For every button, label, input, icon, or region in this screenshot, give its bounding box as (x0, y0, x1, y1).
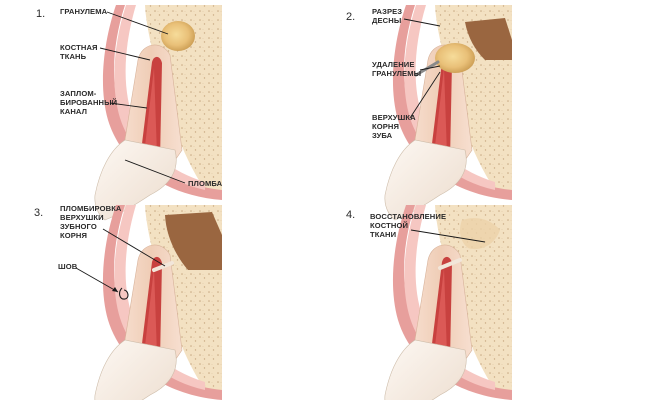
label-filling: ПЛОМБА (188, 179, 223, 188)
panel-4: 4. ВОССТАНОВЛЕНИЕ КОСТНОЙ ТКАНИ (346, 204, 513, 405)
panel-number: 2. (346, 11, 355, 23)
suture-mark (119, 287, 129, 300)
leader-line (102, 228, 166, 267)
panel-1: 1. ГРАНУЛЕМА КОСТНАЯ ТКАНЬ ЗАПЛОМ- БИРОВ… (36, 4, 223, 221)
label-granuloma-removal: УДАЛЕНИЕ ГРАНУЛЕМЫ (372, 60, 421, 78)
label-filled-canal: ЗАПЛОМ- БИРОВАННЫЙ КАНАЛ (60, 89, 119, 116)
label-gum-incision: РАЗРЕЗ ДЕСНЫ (372, 7, 404, 25)
label-bone-tissue: КОСТНАЯ ТКАНЬ (60, 43, 100, 61)
leader-line (403, 18, 441, 27)
panel-number: 1. (36, 8, 45, 20)
label-granuloma: ГРАНУЛЕМА (60, 7, 108, 16)
leader-line (99, 47, 151, 61)
bone-cavity (465, 18, 512, 60)
leader-line (106, 11, 169, 35)
panel-2: 2. РАЗРЕЗ ДЕСНЫ УДАЛЕНИЕ ГРАНУЛЕМЫ ВЕРХУ… (346, 4, 513, 221)
restored-bone (460, 218, 500, 250)
granuloma-shape (161, 21, 195, 51)
leader-line (410, 229, 486, 243)
label-root-apex: ВЕРХУШКА КОРНЯ ЗУБА (372, 113, 418, 140)
panel-number: 3. (34, 207, 43, 219)
arrow-head (112, 287, 118, 292)
leader-line (409, 71, 441, 119)
apex-filling (438, 258, 462, 270)
leader-line (124, 159, 186, 184)
leader-line (75, 267, 119, 293)
apex-filling (152, 261, 174, 272)
leader-line (109, 102, 148, 109)
label-apex-filling: ПЛОМБИРОВКА ВЕРХУШКИ ЗУБНОГО КОРНЯ (60, 204, 124, 240)
bone-cavity (165, 212, 222, 270)
panel-3: 3. ПЛОМБИРОВКА ВЕРХУШКИ ЗУБНОГО КОРНЯ ШО… (34, 204, 223, 405)
leader-line (419, 65, 441, 71)
label-bone-restoration: ВОССТАНОВЛЕНИЕ КОСТНОЙ ТКАНИ (370, 212, 448, 239)
label-suture: ШОВ (58, 262, 78, 271)
granuloma-shape (435, 43, 475, 73)
panel-number: 4. (346, 209, 355, 221)
